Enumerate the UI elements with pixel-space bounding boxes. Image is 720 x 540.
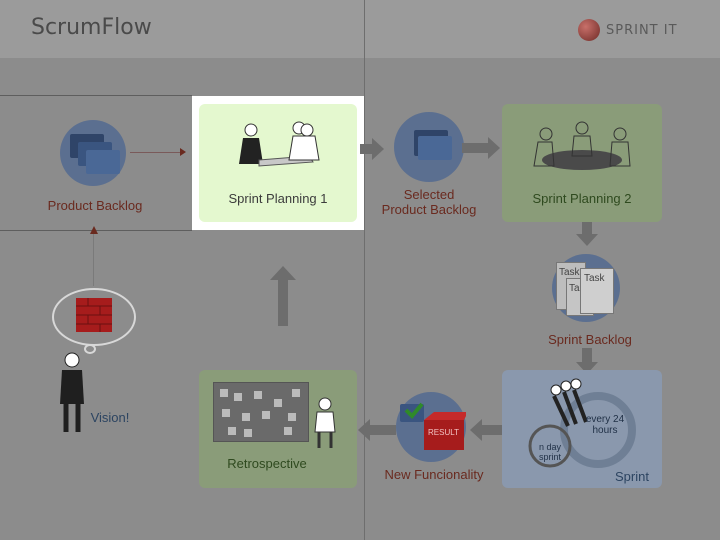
- brand-name: SPRINT IT: [606, 22, 678, 38]
- task-card-label: Task: [559, 267, 580, 278]
- folder-icon: [70, 134, 120, 174]
- result-box-label: RESULT: [428, 428, 459, 437]
- sprint-planning-1-panel[interactable]: Sprint Planning 1: [199, 104, 357, 222]
- product-backlog-label: Product Backlog: [47, 198, 143, 213]
- sprint-planning-1-label: Sprint Planning 1: [228, 191, 328, 206]
- person-icon: [60, 352, 84, 432]
- every-24-line1: every 24: [585, 414, 625, 425]
- arrow-head-icon: [470, 419, 482, 441]
- new-functionality-circle: [396, 392, 468, 462]
- task-card-label: Task: [584, 273, 605, 284]
- sprint-label: Sprint: [615, 469, 649, 484]
- newfunc-to-retro-arrow: [370, 425, 396, 435]
- board-icon: [213, 382, 309, 442]
- app-title: ScrumFlow: [31, 15, 152, 40]
- thought-dot: [84, 344, 96, 354]
- meeting-people-icon: [239, 121, 320, 167]
- result-box-icon: [400, 402, 468, 450]
- selected-backlog-line1: Selected: [403, 187, 455, 202]
- new-functionality-label: New Funcionality: [384, 467, 484, 482]
- sticky-notes-icon: [220, 389, 300, 437]
- arrow-head-icon: [270, 266, 296, 280]
- meeting-people-icon: [533, 121, 631, 170]
- header-bar: [0, 0, 720, 58]
- retrospective-panel[interactable]: Retrospective: [199, 370, 357, 488]
- n-day-label: n day sprint: [532, 442, 568, 462]
- sprint-to-newfunc-arrow: [482, 425, 502, 435]
- selected-backlog-label: Selected Product Backlog: [364, 187, 494, 217]
- sprint-planning-2-panel[interactable]: Sprint Planning 2: [502, 104, 662, 222]
- selected-to-planning2-arrow: [462, 143, 488, 153]
- retrospective-label: Retrospective: [227, 456, 307, 471]
- sprint-cycle-icon: [528, 378, 636, 468]
- sprint-panel[interactable]: every 24 hours n day sprint Sprint: [502, 370, 662, 488]
- planning-to-selected-arrow: [360, 144, 372, 154]
- arrow-head-icon: [180, 148, 186, 156]
- center-divider: [364, 0, 365, 540]
- selected-backlog-line2: Product Backlog: [381, 202, 477, 217]
- presenter-person-icon: [314, 397, 336, 448]
- arrow-head-icon: [372, 138, 384, 160]
- vision-to-backlog-line: [93, 234, 94, 286]
- backlog-top-line: [0, 95, 192, 96]
- backlog-to-planning-arrow: [130, 152, 180, 153]
- brand-logo: SPRINT IT: [578, 19, 678, 41]
- globe-icon: [578, 19, 600, 41]
- selected-backlog-circle: [394, 112, 464, 182]
- thought-bubble: [52, 288, 136, 346]
- vision-label: Vision!: [90, 410, 130, 425]
- every-24-line2: hours: [592, 425, 618, 436]
- sprintbacklog-to-sprint-arrow: [582, 348, 592, 362]
- task-card-label: Ta: [569, 283, 580, 294]
- brick-wall-icon: [76, 298, 112, 332]
- product-backlog-circle: [60, 120, 126, 186]
- task-card-icon: Task: [580, 268, 614, 314]
- arrow-head-icon: [488, 137, 500, 159]
- every-24-label: every 24 hours: [580, 414, 630, 436]
- arrow-head-icon: [576, 234, 598, 246]
- arrow-head-icon: [358, 419, 370, 441]
- retro-to-planning-arrow: [278, 280, 288, 326]
- sprint-backlog-label: Sprint Backlog: [548, 332, 632, 347]
- n-day-line2: sprint: [538, 452, 561, 462]
- sprint-planning-2-label: Sprint Planning 2: [532, 191, 632, 206]
- planning2-to-sprintbacklog-arrow: [582, 222, 592, 234]
- arrow-head-icon: [90, 226, 98, 234]
- folder-icon: [414, 130, 452, 160]
- n-day-line1: n day: [538, 442, 562, 452]
